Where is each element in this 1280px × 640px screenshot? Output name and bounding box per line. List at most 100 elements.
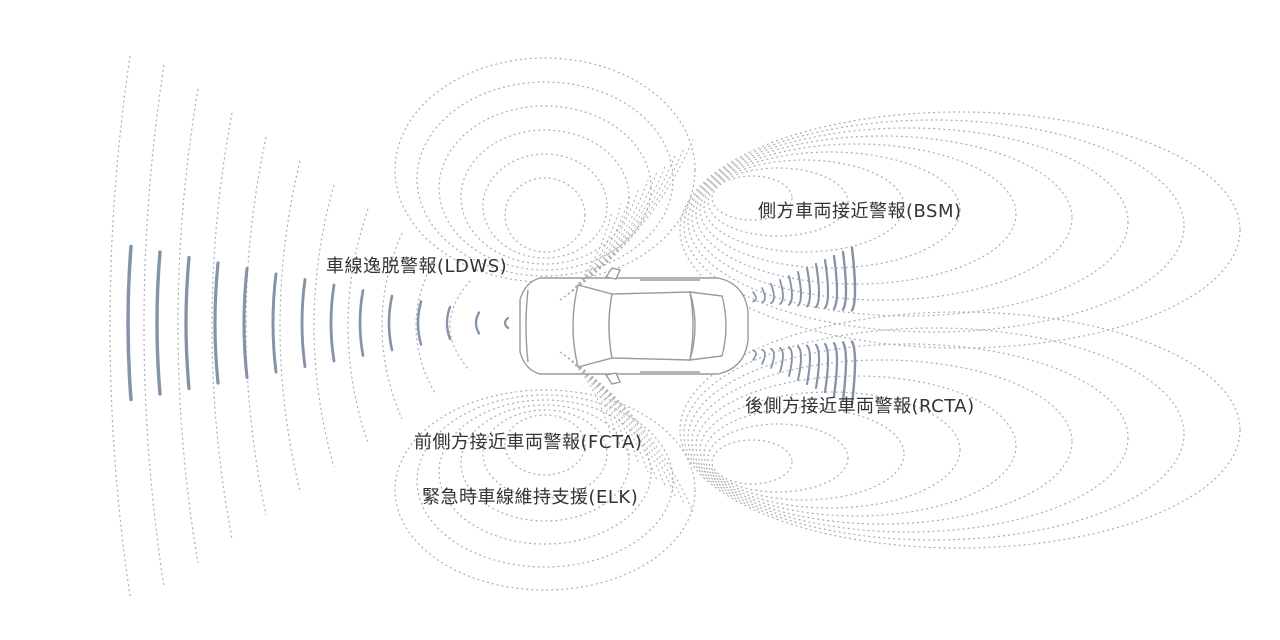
ldws-wave (300, 278, 307, 368)
rcta-zone-line (679, 311, 1241, 549)
rear-radar-waves (752, 246, 857, 406)
front-range-arc (211, 112, 233, 540)
front-right-cone (559, 351, 613, 441)
front-left-cone (559, 139, 694, 301)
fcta-zone-line (460, 129, 630, 265)
ldws-wave (358, 289, 365, 357)
label-ldws: 車線逸脱警報(LDWS) (326, 256, 508, 277)
rcta-wave (788, 346, 793, 377)
ldws-wave (503, 316, 510, 330)
label-bsm: 側方車両接近警報(BSM) (758, 201, 962, 222)
rcta-zone-line (695, 375, 1017, 517)
rcta-wave (814, 343, 821, 390)
front-range-arc (279, 160, 301, 492)
front-range-arc (245, 136, 267, 516)
rcta-wave (841, 341, 848, 402)
front-left-cone (559, 195, 631, 301)
elk-zone-line (504, 414, 586, 476)
bsm-wave (814, 262, 821, 309)
ldws-wave (329, 283, 336, 363)
ldws-wave (126, 244, 133, 402)
bsm-wave (770, 283, 775, 305)
front-right-cone (559, 351, 640, 465)
rcta-zone-line (703, 407, 905, 501)
elk-zone-line (394, 389, 696, 591)
fcta-zone-line (438, 105, 652, 271)
fcta-zone-line (394, 57, 696, 283)
bsm-zone-line (683, 119, 1185, 333)
bsm-wave (788, 275, 793, 306)
right-mirror (604, 372, 621, 385)
bsm-wave (841, 250, 848, 311)
label-elk: 緊急時車線維持支援(ELK) (422, 487, 639, 508)
sensor-cones (559, 139, 694, 513)
left-mirror (604, 267, 621, 280)
bsm-wave (797, 271, 802, 307)
front-left-cone (559, 187, 640, 301)
ldws-wave (445, 305, 452, 341)
rcta-zone-line (691, 359, 1073, 525)
rcta-zone-line (711, 439, 793, 485)
label-rcta: 後側方接近車両警報(RCTA) (745, 396, 975, 417)
rcta-wave (823, 342, 830, 394)
front-range-arc (143, 64, 165, 588)
fcta-zone-line (504, 177, 586, 253)
bsm-wave (850, 246, 857, 312)
elk-zone-line (482, 409, 608, 499)
rcta-wave (797, 345, 802, 381)
rcta-wave (761, 348, 766, 365)
front-range-arc (381, 232, 403, 420)
bsm-zone-line (711, 175, 793, 221)
bsm-zone-line (695, 143, 1017, 285)
bsm-wave (832, 254, 839, 310)
rcta-zone-line (699, 391, 961, 509)
ldws-wave (271, 272, 278, 374)
label-fcta: 前側方接近車両警報(FCTA) (414, 432, 643, 453)
elk-zone-line (416, 394, 674, 568)
front-range-arc (177, 88, 199, 564)
front-right-cone (559, 351, 631, 457)
bsm-wave (779, 279, 784, 305)
rear-window (689, 291, 727, 361)
front-right-cone (559, 351, 694, 513)
bsm-zone-line (707, 167, 849, 237)
rcta-wave (832, 342, 839, 398)
ldws-wave (213, 261, 220, 385)
rcta-zone-line (707, 423, 849, 493)
elk-zone-line (438, 399, 652, 545)
ldws-wave (416, 300, 423, 346)
car-hood-outline (525, 289, 529, 363)
windshield (572, 284, 613, 368)
rcta-wave (805, 344, 812, 386)
rcta-wave (779, 347, 784, 373)
ldws-wave (242, 266, 249, 380)
bsm-wave (761, 287, 766, 304)
front-left-cone (559, 211, 613, 301)
rcta-zone-line (687, 343, 1129, 533)
rcta-wave (850, 340, 857, 406)
bsm-zone-line (703, 159, 905, 253)
bsm-wave (823, 258, 830, 310)
front-camera-waves (126, 244, 510, 402)
bsm-wave (805, 266, 812, 308)
elk-zone-line (460, 404, 630, 522)
car-top-view (519, 267, 749, 385)
rcta-zone-line (683, 327, 1185, 541)
front-left-cone (559, 147, 685, 301)
bsm-zone-line (691, 135, 1073, 301)
front-range-arc (347, 208, 369, 444)
fcta-zone-line (416, 81, 674, 277)
ldws-wave (184, 255, 191, 391)
rcta-wave (770, 347, 775, 369)
bsm-zone-line (679, 111, 1241, 349)
front-range-arc (109, 55, 131, 597)
ldws-wave (474, 311, 481, 335)
bsm-zone-line (687, 127, 1129, 317)
ldws-wave (387, 294, 394, 352)
bsm-zone-line (699, 151, 961, 269)
fcta-zone-line (482, 153, 608, 259)
roof (608, 291, 694, 361)
bsm-wave (752, 291, 757, 303)
ldws-wave (155, 250, 162, 396)
